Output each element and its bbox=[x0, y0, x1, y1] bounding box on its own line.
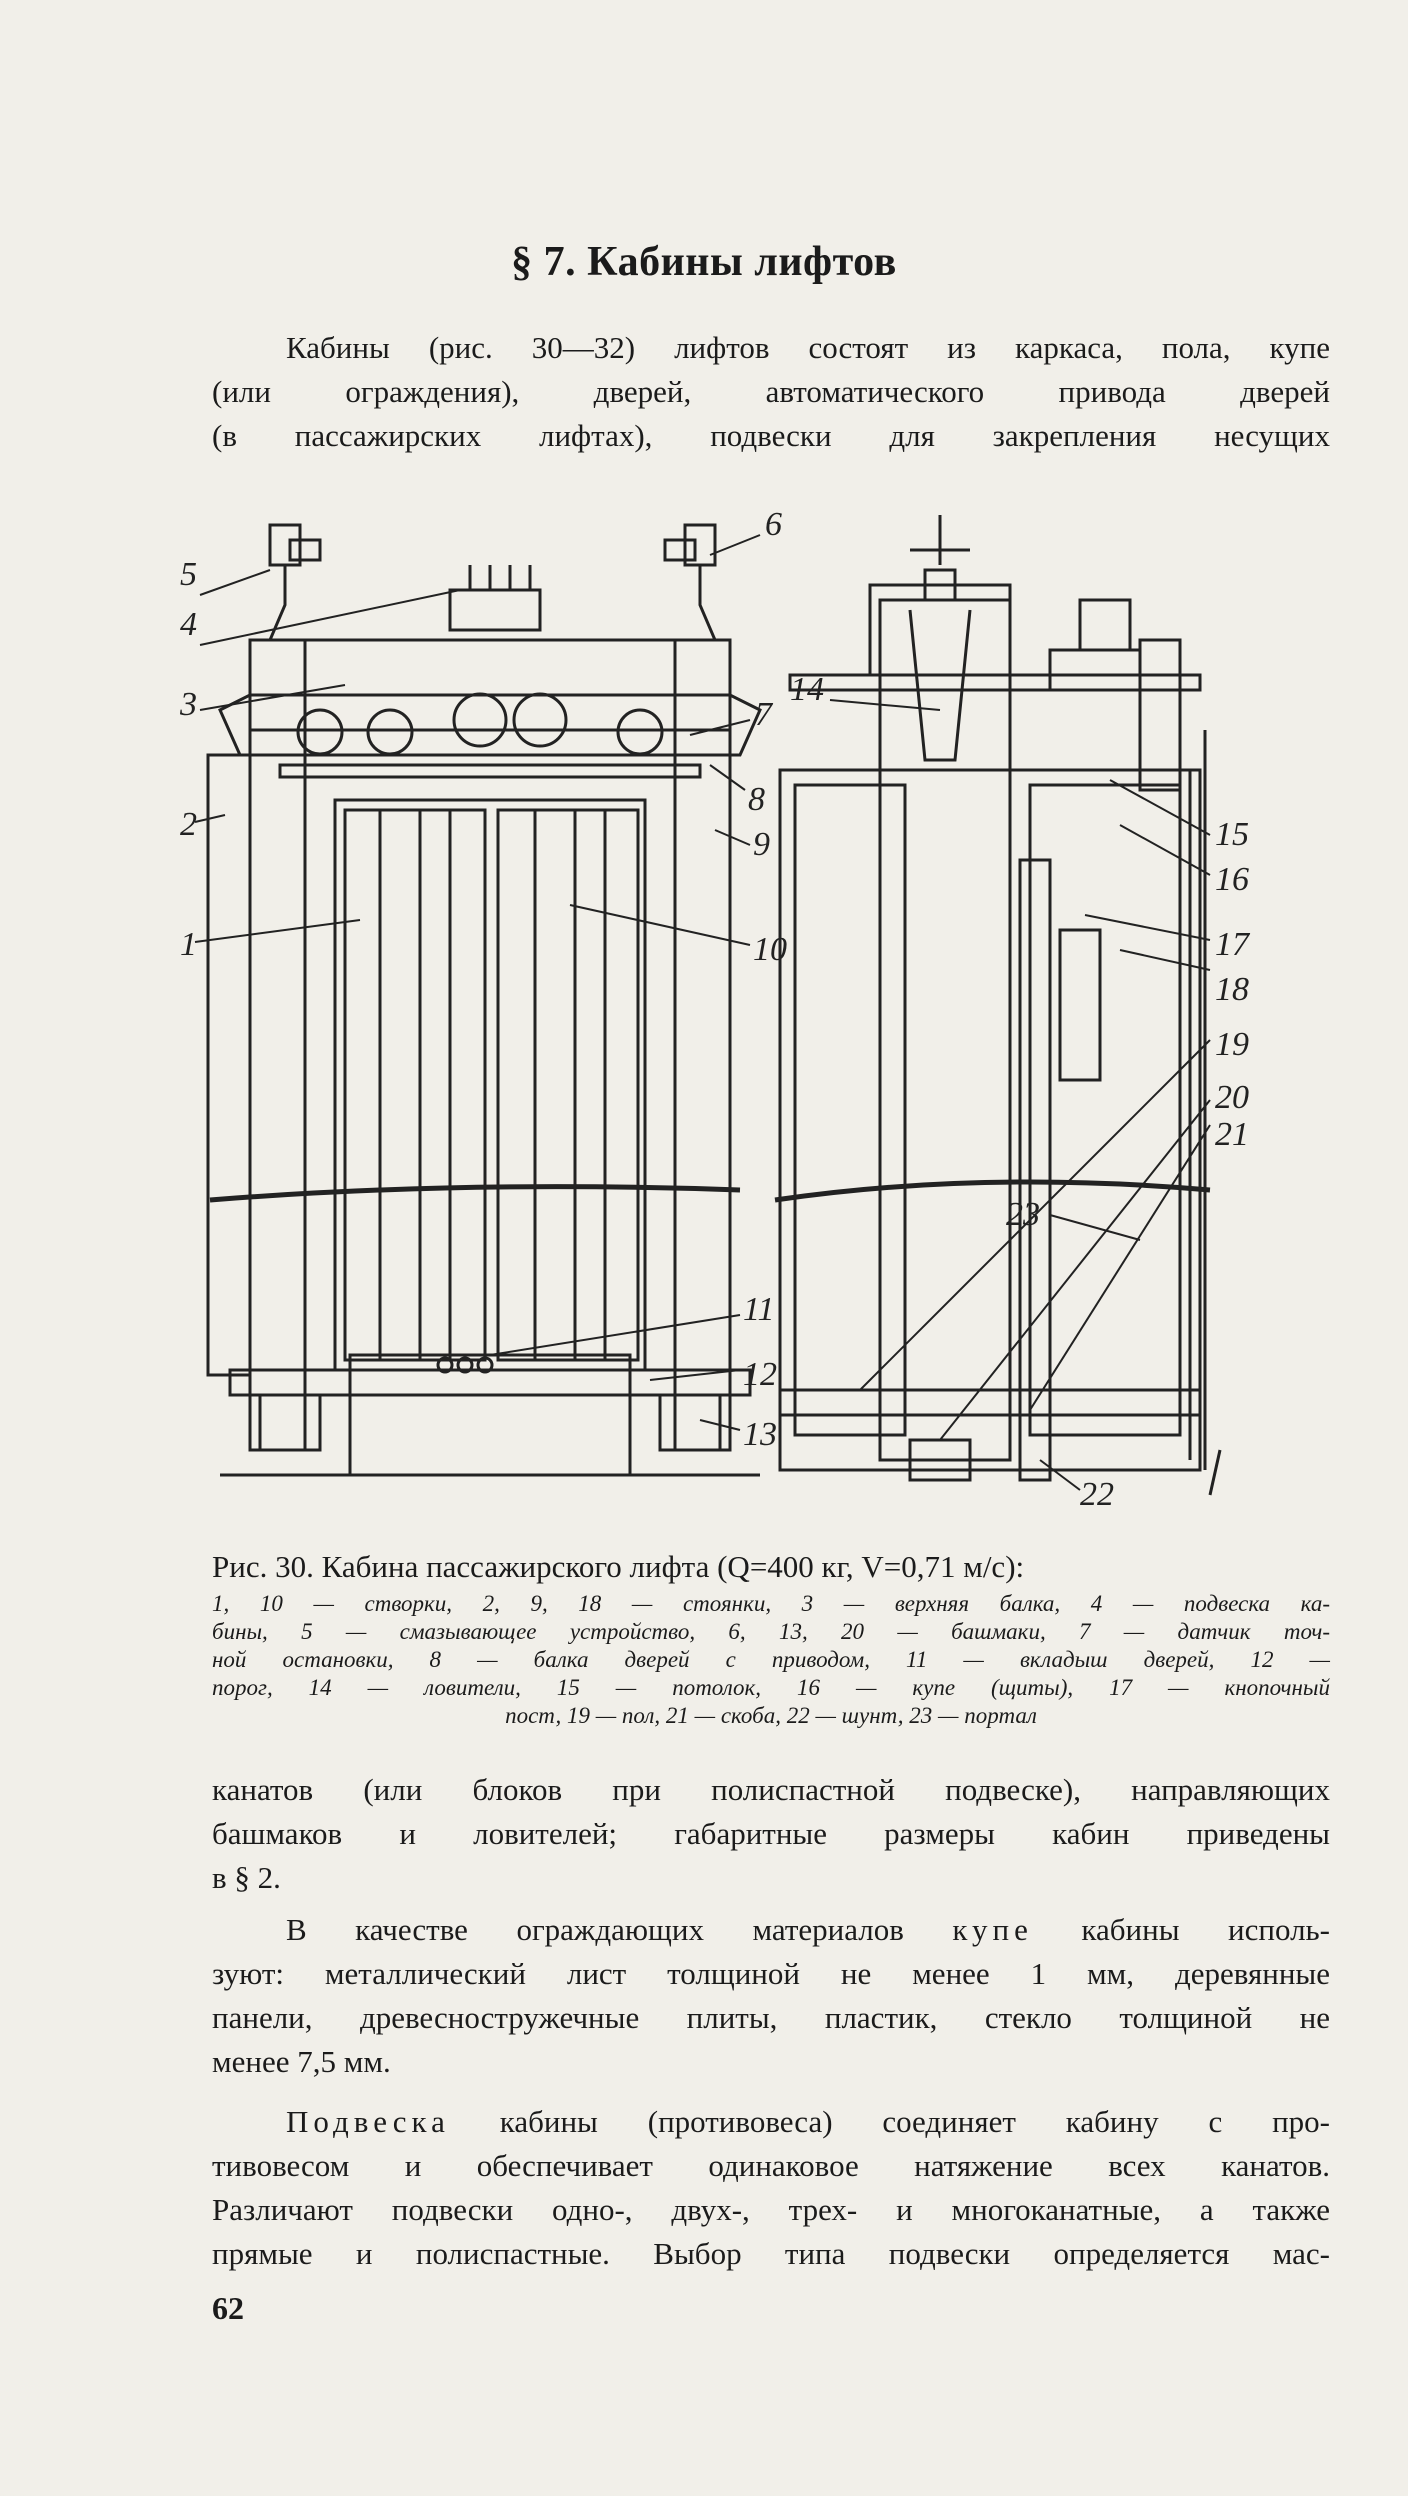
para2-line-2: зуют: металлический лист толщиной не мен… bbox=[212, 1956, 1330, 1991]
page-number: 62 bbox=[212, 2290, 244, 2326]
label-19: 19 bbox=[1215, 1026, 1249, 1063]
para2-line-4: менее 7,5 мм. bbox=[212, 2044, 391, 2079]
label-22: 22 bbox=[1080, 1476, 1114, 1510]
para1-line-1: канатов (или блоков при полиспастной под… bbox=[212, 1772, 1330, 1807]
label-23: 23 bbox=[1006, 1196, 1040, 1233]
label-14: 14 bbox=[790, 671, 824, 708]
label-13: 13 bbox=[743, 1416, 777, 1453]
para1-line-3: в § 2. bbox=[212, 1860, 281, 1895]
legend-line-5: пост, 19 — пол, 21 — скоба, 22 — шунт, 2… bbox=[505, 1703, 1037, 1728]
para2-line-1-end: кабины исполь- bbox=[1032, 1912, 1330, 1947]
label-4: 4 bbox=[180, 606, 197, 643]
label-6: 6 bbox=[765, 510, 782, 543]
paragraph-2: В качестве ограждающих материалов купе к… bbox=[212, 1908, 1330, 2084]
para3-line-3: Различают подвески одно-, двух-, трех- и… bbox=[212, 2192, 1330, 2227]
para2-emphasis: купе bbox=[952, 1912, 1033, 1947]
label-3: 3 bbox=[180, 686, 197, 723]
paragraph-1: канатов (или блоков при полиспастной под… bbox=[212, 1768, 1330, 1900]
para3-line-4: прямые и полиспастные. Выбор типа подвес… bbox=[212, 2236, 1330, 2271]
figure-caption: Рис. 30. Кабина пассажирского лифта (Q=4… bbox=[212, 1549, 1025, 1584]
figure-legend: 1, 10 — створки, 2, 9, 18 — стоянки, 3 —… bbox=[212, 1590, 1330, 1730]
label-17: 17 bbox=[1215, 926, 1251, 963]
para3-emphasis: Подвеска bbox=[286, 2104, 450, 2139]
intro-line-3: (в пассажирских лифтах), подвески для за… bbox=[212, 418, 1330, 453]
label-15: 15 bbox=[1215, 816, 1249, 853]
label-18: 18 bbox=[1215, 971, 1249, 1008]
label-9: 9 bbox=[753, 826, 770, 863]
label-1: 1 bbox=[180, 926, 197, 963]
intro-line-2: (или ограждения), дверей, автоматическог… bbox=[212, 374, 1330, 409]
legend-line-2: бины, 5 — смазывающее устройство, 6, 13,… bbox=[212, 1619, 1330, 1644]
label-7: 7 bbox=[755, 696, 774, 733]
label-21: 21 bbox=[1215, 1116, 1249, 1153]
intro-paragraph: Кабины (рис. 30—32) лифтов состоят из ка… bbox=[212, 326, 1330, 458]
para3-line-1: Подвеска кабины (противовеса) соединяет … bbox=[212, 2100, 1330, 2144]
para3-line-1-end: кабины (противовеса) соединяет кабину с … bbox=[449, 2104, 1330, 2139]
lift-cabin-drawing: 5 4 3 2 1 6 7 8 9 10 11 12 13 14 15 16 1… bbox=[180, 510, 1251, 1510]
para2-line-1: В качестве ограждающих материалов купе к… bbox=[212, 1908, 1330, 1952]
label-20: 20 bbox=[1215, 1079, 1249, 1116]
para3-line-2: тивовесом и обеспечивает одинаковое натя… bbox=[212, 2148, 1330, 2183]
label-8: 8 bbox=[748, 781, 765, 818]
para1-line-2: башмаков и ловителей; габаритные размеры… bbox=[212, 1816, 1330, 1851]
paragraph-3: Подвеска кабины (противовеса) соединяет … bbox=[212, 2100, 1330, 2276]
label-12: 12 bbox=[743, 1356, 777, 1393]
label-5: 5 bbox=[180, 556, 197, 593]
label-2: 2 bbox=[180, 806, 197, 843]
section-heading: § 7. Кабины лифтов bbox=[511, 239, 897, 285]
label-11: 11 bbox=[743, 1291, 774, 1328]
label-16: 16 bbox=[1215, 861, 1249, 898]
front-view bbox=[206, 523, 762, 1477]
side-view bbox=[774, 515, 1222, 1496]
part-labels: 5 4 3 2 1 6 7 8 9 10 11 12 13 14 15 16 1… bbox=[180, 510, 1251, 1510]
leader-lines bbox=[194, 534, 1211, 1491]
intro-line-1: Кабины (рис. 30—32) лифтов состоят из ка… bbox=[286, 330, 1330, 365]
legend-line-1: 1, 10 — створки, 2, 9, 18 — стоянки, 3 —… bbox=[212, 1591, 1330, 1616]
label-10: 10 bbox=[753, 931, 787, 968]
para2-line-1-start: В качестве ограждающих материалов bbox=[286, 1912, 953, 1947]
legend-line-4: порог, 14 — ловители, 15 — потолок, 16 —… bbox=[212, 1675, 1330, 1700]
legend-line-3: ной остановки, 8 — балка дверей с привод… bbox=[212, 1647, 1330, 1672]
para2-line-3: панели, древесностружечные плиты, пласти… bbox=[212, 2000, 1330, 2035]
